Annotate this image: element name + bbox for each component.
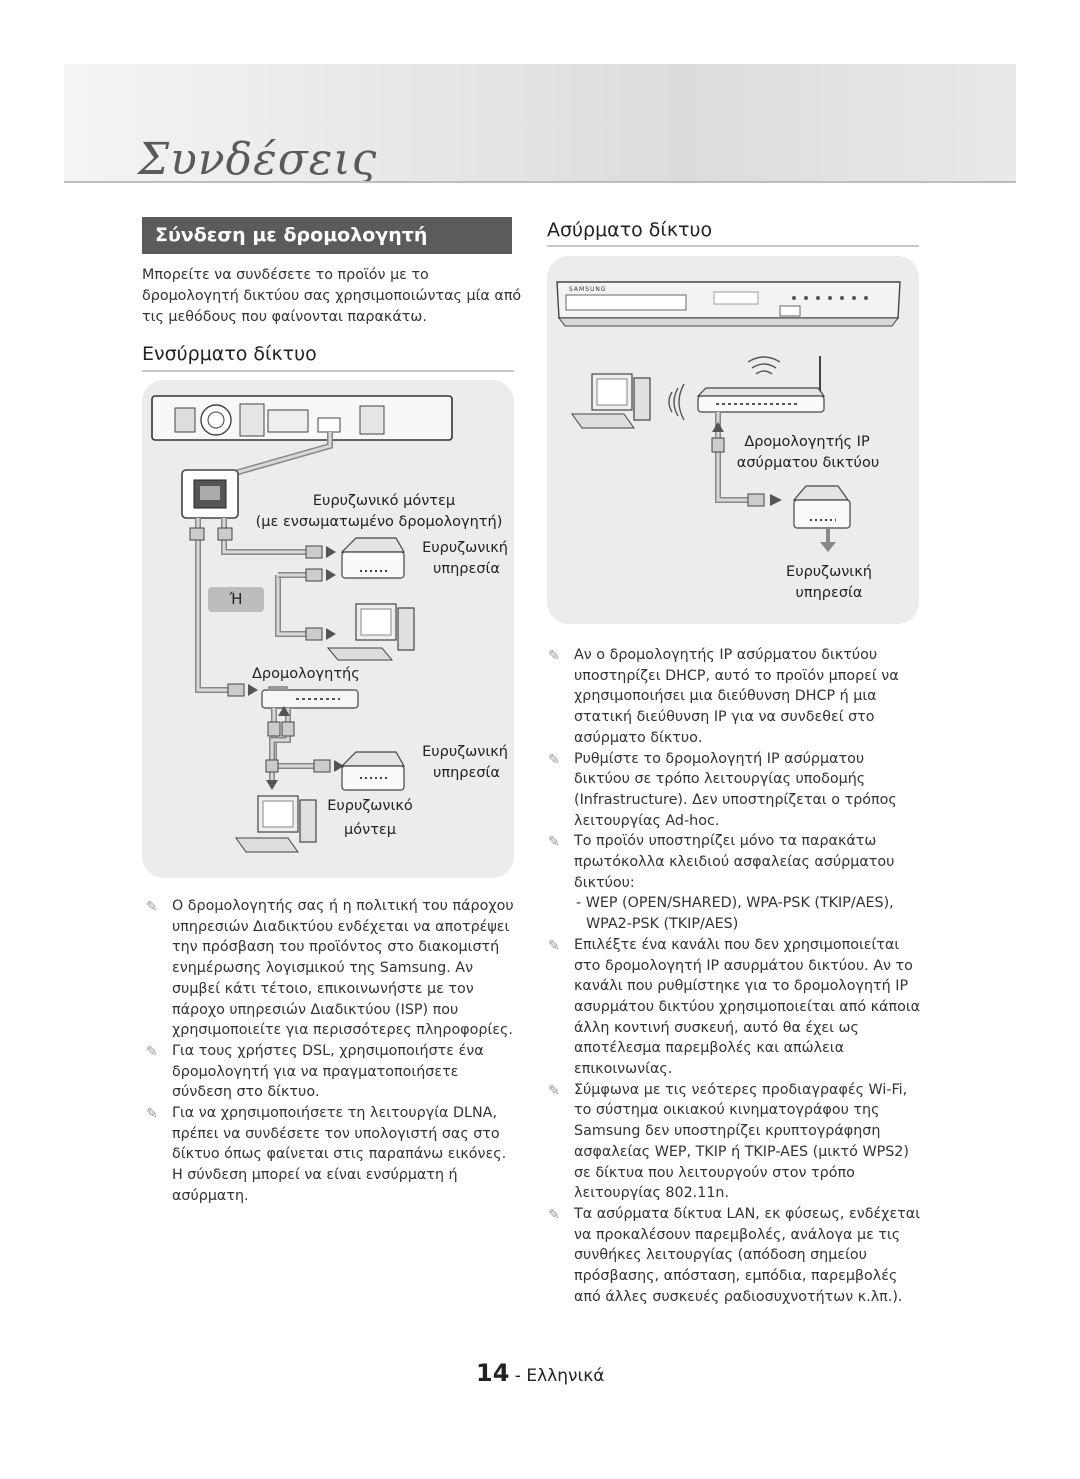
wireless-note-1: ✎ Αν ο δρομολογητής IP ασύρματου δικτύου …: [544, 645, 924, 749]
header-band: [64, 64, 1016, 182]
wireless-note-4: ✎ Επιλέξτε ένα κανάλι που δεν χρησιμοποιε…: [544, 935, 924, 1080]
label-broadband-service-1a: Ευρυζωνική: [422, 540, 508, 556]
pencil-note-icon: ✎: [146, 1043, 158, 1060]
label-broadband-service-2a: Ευρυζωνική: [422, 744, 508, 760]
or-badge: Ή: [208, 587, 264, 612]
broadband-modem-icon: [340, 537, 406, 579]
wired-notes-list: ✎ Ο δρομολογητής σας ή η πολιτική του πάρ…: [142, 896, 516, 1207]
page-footer: 14 - Ελληνικά: [476, 1358, 604, 1391]
wired-note-2: ✎ Για τους χρήστες DSL, χρησιμοποιήστε έν…: [142, 1041, 516, 1103]
pencil-note-icon: ✎: [548, 648, 560, 664]
router-icon: [261, 686, 359, 709]
intro-paragraph: Μπορείτε να συνδέσετε το προϊόν με το δρ…: [142, 267, 522, 325]
wifi-signal-icon: [747, 356, 781, 375]
wireless-heading-underline: [547, 245, 919, 247]
wireless-note-5-text: Σύμφωνα με τις νεότερες προδιαγραφές Wi-…: [574, 1081, 909, 1202]
wired-heading: Ενσύρματο δίκτυο: [142, 343, 317, 365]
home-theater-front: [556, 281, 901, 327]
section-title-badge: Σύνδεση με δρομολογητή δικτύου: [142, 217, 512, 283]
pencil-note-icon: ✎: [548, 1206, 560, 1223]
broadband-modem-2-icon: [340, 751, 406, 791]
label-wireless-router-1: Δρομολογητής IP: [744, 434, 870, 450]
wireless-note-2: ✎ Ρυθμίστε το δρομολογητή IP ασύρματου δι…: [544, 749, 924, 832]
wireless-note-5: ✎ Σύμφωνα με τις νεότερες προδιαγραφές Wi…: [544, 1080, 924, 1204]
wireless-notes-list: ✎ Αν ο δρομολογητής IP ασύρματου δικτύου …: [544, 645, 924, 1308]
pencil-note-icon: ✎: [146, 899, 158, 915]
computer-wireless-icon: [571, 373, 651, 429]
lan-wall-jack: [181, 469, 239, 519]
wired-heading-underline: [142, 370, 514, 372]
label-modem-with-router: (με ενσωματωμένο δρομολογητή): [255, 514, 503, 530]
header-divider: [64, 181, 1016, 183]
label-router: Δρομολογητής: [252, 666, 360, 682]
wired-note-1: ✎ Ο δρομολογητής σας ή η πολιτική του πάρ…: [142, 896, 516, 1041]
computer-2-icon: [235, 795, 317, 853]
wifi-signal-2-icon: [668, 383, 685, 421]
wireless-router-icon: [696, 356, 826, 413]
page-title: Συνδέσεις: [138, 134, 378, 185]
wired-note-3: ✎ Για να χρησιμοποιήσετε τη λειτουργία DL…: [142, 1103, 516, 1207]
page-number: 14: [476, 1359, 510, 1387]
samsung-logo: SAMSUNG: [569, 286, 607, 293]
pencil-note-icon: ✎: [146, 1106, 158, 1123]
wireless-heading: Ασύρματο δίκτυο: [547, 219, 713, 241]
label-wireless-service-1: Ευρυζωνική: [786, 564, 872, 580]
label-broadband-modem-2b: μόντεμ: [344, 822, 396, 838]
wireless-note-2-text: Ρυθμίστε το δρομολογητή IP ασύρματου δικ…: [574, 750, 897, 829]
wired-note-1-text: Ο δρομολογητής σας ή η πολιτική του πάρο…: [172, 898, 514, 1039]
wireless-note-6-text: Τα ασύρματα δίκτυα LAN, εκ φύσεως, ενδέχ…: [574, 1205, 921, 1305]
wired-note-2-text: Για τους χρήστες DSL, χρησιμοποιήστε ένα…: [172, 1042, 484, 1101]
label-broadband-modem: Ευρυζωνικό μόντεμ: [312, 493, 456, 509]
pencil-note-icon: ✎: [548, 751, 560, 768]
wired-note-3-text: Για να χρησιμοποιήσετε τη λειτουργία DLN…: [172, 1105, 507, 1204]
label-wireless-router-2: ασύρματου δικτύου: [736, 455, 880, 471]
label-broadband-service-2b: υπηρεσία: [432, 765, 500, 781]
security-protocols-list: - WEP (OPEN/SHARED), WPA-PSK (TKIP/AES),…: [576, 895, 894, 933]
wired-diagram-panel: [142, 380, 514, 878]
wireless-note-1-text: Αν ο δρομολογητής IP ασύρματου δικτύου υ…: [574, 647, 899, 746]
label-broadband-service-1b: υπηρεσία: [432, 561, 500, 577]
pencil-note-icon: ✎: [548, 937, 560, 954]
pencil-note-icon: ✎: [548, 834, 560, 851]
label-wireless-service-2: υπηρεσία: [795, 585, 863, 601]
footer-language: Ελληνικά: [526, 1366, 605, 1386]
home-theater-back-panel: [151, 395, 453, 441]
broadband-modem-wireless-icon: [792, 485, 851, 529]
wireless-note-4-text: Επιλέξτε ένα κανάλι που δεν χρησιμοποιεί…: [574, 936, 921, 1078]
footer-separator: -: [509, 1366, 527, 1386]
computer-icon: [326, 603, 415, 661]
wireless-note-3-text: Το προϊόν υποστηρίζει μόνο τα παρακάτω π…: [574, 833, 895, 891]
wireless-note-3: ✎ Το προϊόν υποστηρίζει μόνο τα παρακάτω …: [544, 831, 924, 935]
pencil-note-icon: ✎: [548, 1082, 560, 1099]
wireless-note-6: ✎ Τα ασύρματα δίκτυα LAN, εκ φύσεως, ενδέ…: [544, 1204, 924, 1308]
label-broadband-modem-2a: Ευρυζωνικό: [327, 798, 413, 814]
